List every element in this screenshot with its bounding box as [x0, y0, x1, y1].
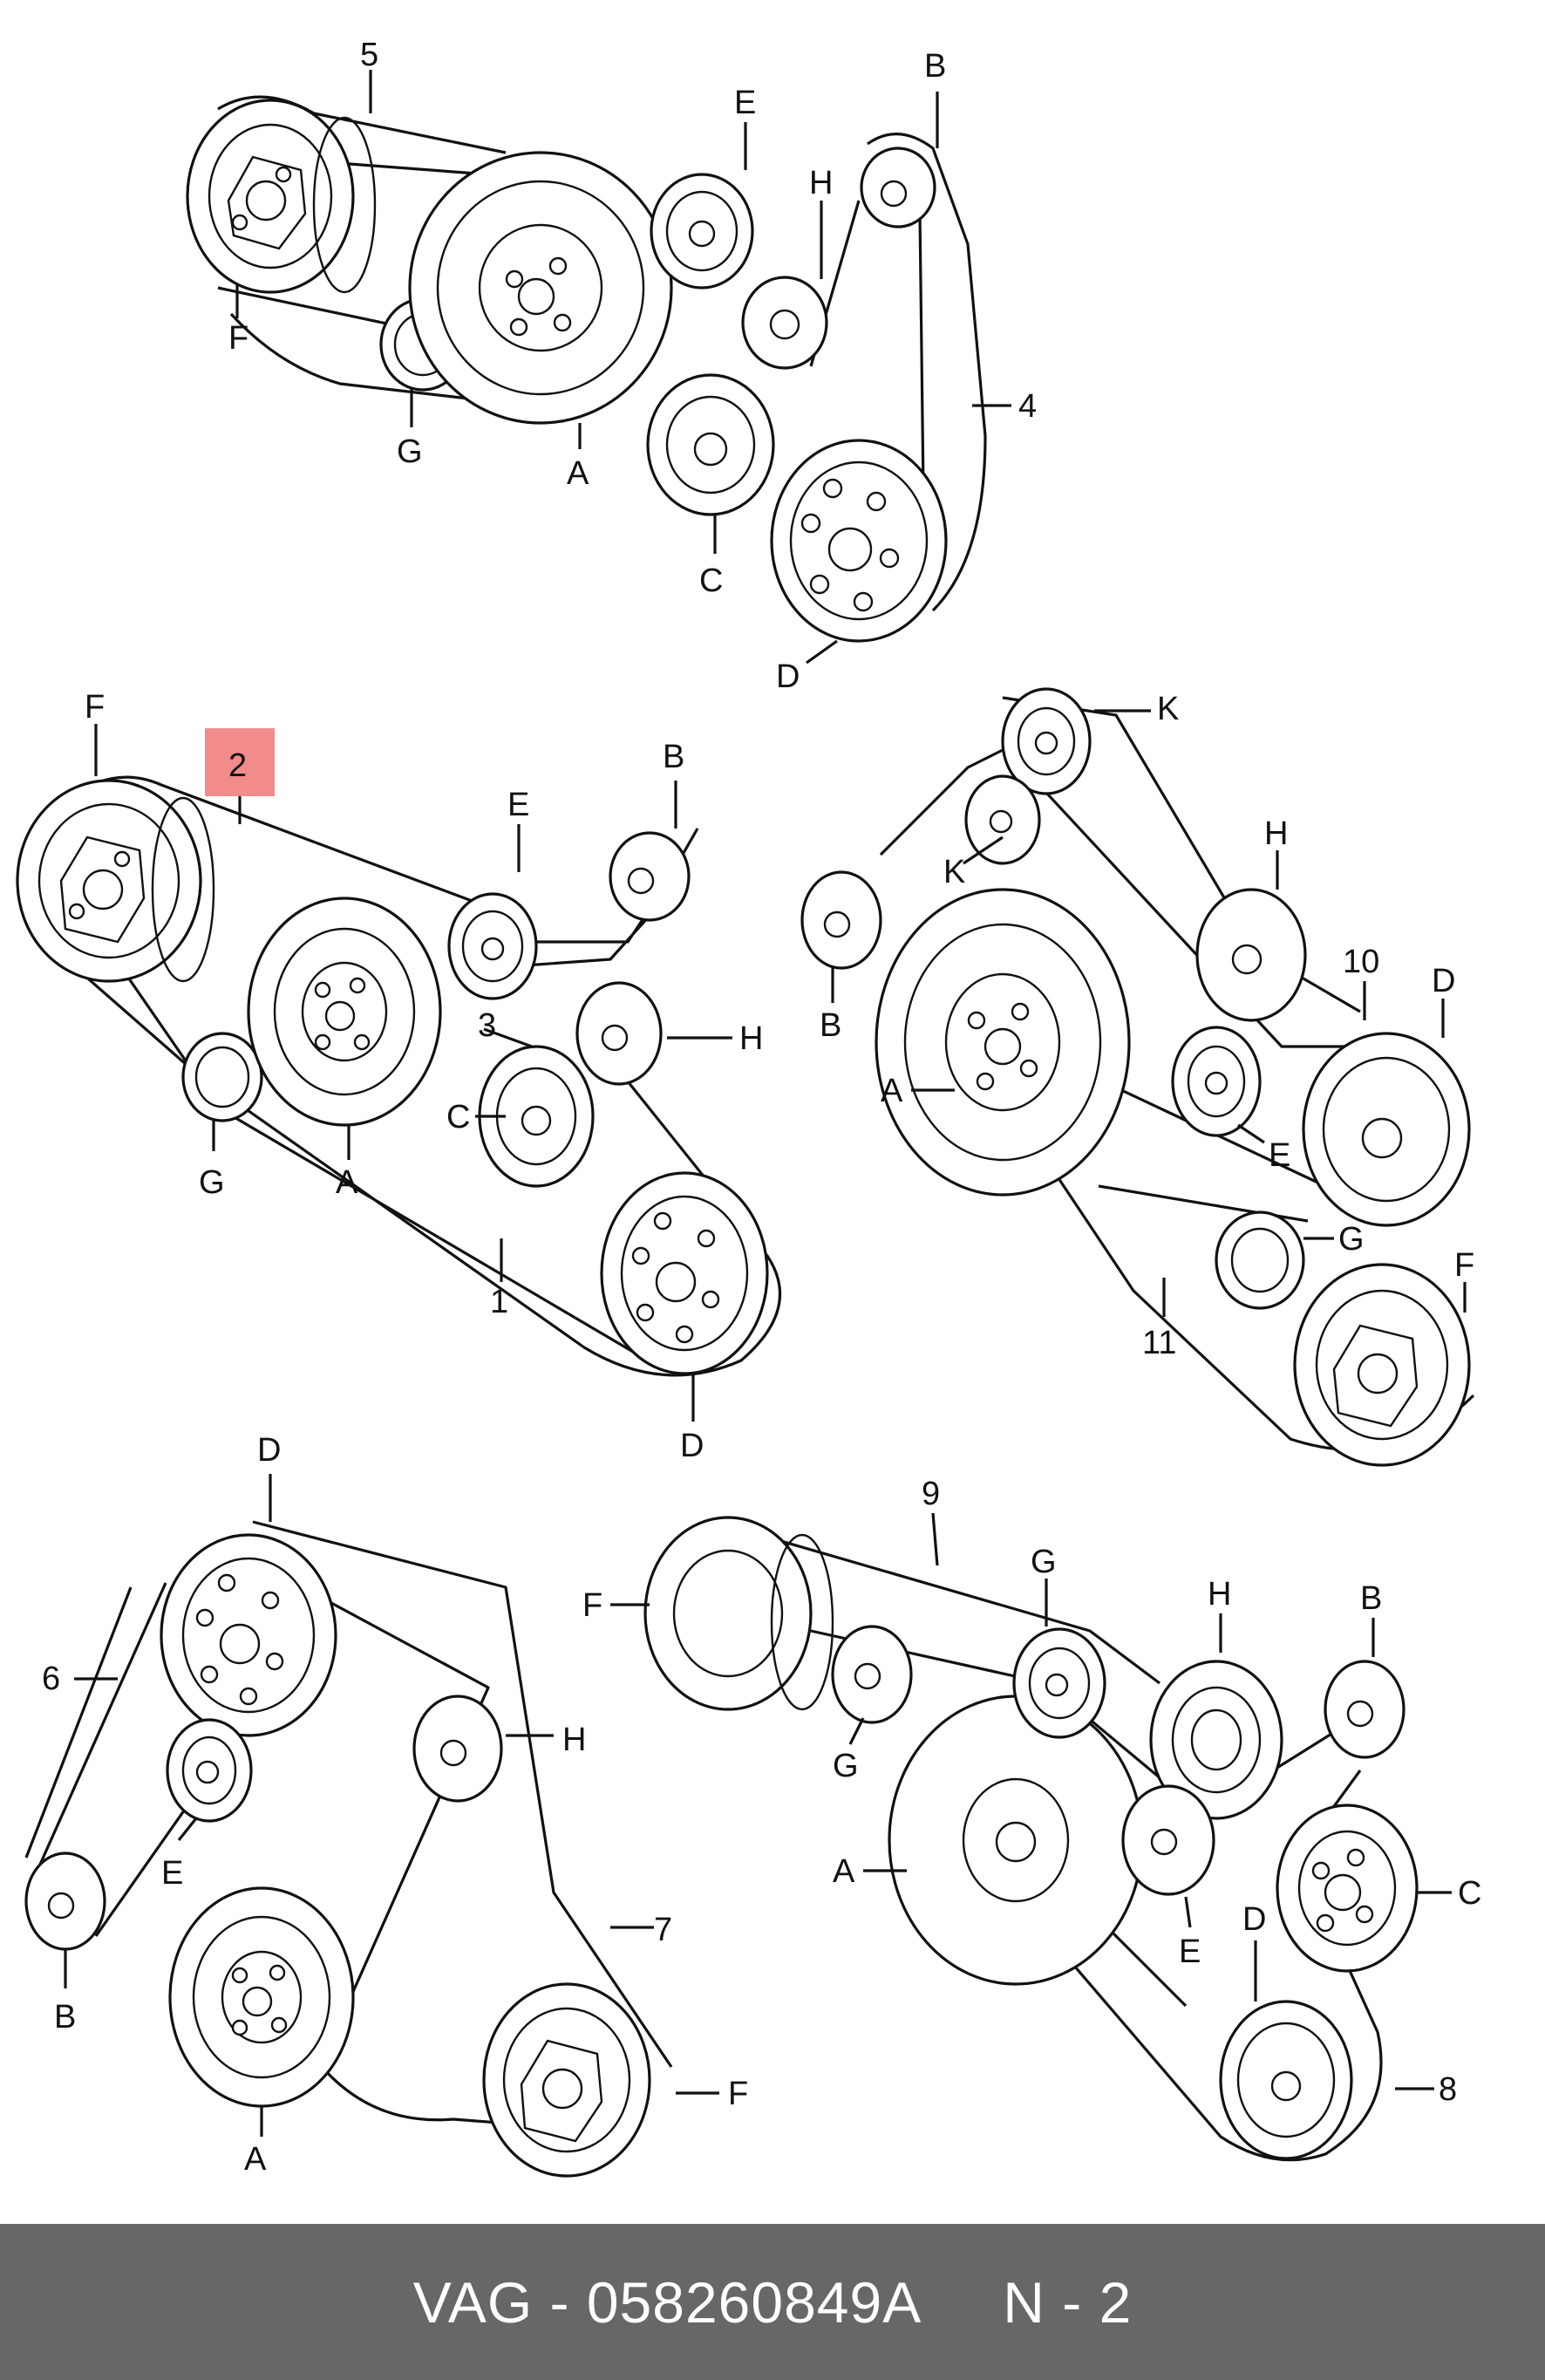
panel-1: 5 F G A E H B 4 C D [186, 37, 1037, 695]
label-d: D [1242, 1901, 1266, 1938]
label-e: E [1269, 1137, 1290, 1174]
label-belt-5: 5 [360, 37, 378, 73]
label-belt-10: 10 [1343, 944, 1379, 980]
panel-2: F 2 E B 3 H C G A 1 D [16, 689, 782, 1464]
label-e: E [161, 1855, 183, 1892]
label-c: C [446, 1099, 470, 1135]
belt-routing-diagram: 5 F G A E H B 4 C D [16, 37, 1481, 2178]
label-belt-7: 7 [654, 1912, 672, 1948]
label-belt-8: 8 [1439, 2071, 1457, 2108]
pulley-g [1215, 1210, 1305, 1310]
panel-3: K K H 10 D B A E G F 11 [800, 687, 1474, 1467]
pulley-g [181, 1032, 263, 1122]
label-g: G [397, 433, 423, 470]
label-b: B [663, 739, 684, 775]
part-number-text: VAG - 058260849A N - 2 [412, 2269, 1133, 2335]
highlight-part-2 [205, 728, 275, 796]
label-belt-1: 1 [490, 1284, 508, 1320]
label-h: H [809, 165, 833, 201]
label-belt-6: 6 [42, 1661, 60, 1697]
label-h: H [739, 1020, 763, 1057]
part-number-footer: VAG - 058260849A N - 2 [0, 2224, 1545, 2380]
label-a: A [336, 1164, 358, 1201]
label-d: D [776, 658, 800, 695]
label-a: A [881, 1073, 903, 1109]
panel-4: D 6 H E 7 B A F [24, 1432, 748, 2178]
label-h: H [562, 1722, 586, 1758]
pulley-f [643, 1516, 813, 1711]
label-e: E [734, 85, 756, 121]
label-f: F [85, 689, 105, 726]
label-f: F [582, 1587, 602, 1624]
label-d: D [1432, 963, 1455, 999]
label-a: A [244, 2141, 267, 2178]
label-a: A [833, 1853, 855, 1890]
label-k-lower: K [943, 854, 965, 890]
label-b: B [54, 1999, 76, 2036]
label-h: H [1208, 1576, 1231, 1613]
label-k-upper: K [1157, 691, 1179, 727]
label-d: D [257, 1432, 281, 1469]
label-c: C [699, 563, 723, 599]
label-belt-11: 11 [1142, 1325, 1176, 1361]
label-belt-4: 4 [1018, 388, 1037, 425]
label-belt-9: 9 [922, 1476, 940, 1512]
label-b: B [924, 48, 946, 85]
label-g: G [199, 1164, 225, 1201]
label-d: D [680, 1428, 704, 1464]
label-b: B [1360, 1580, 1382, 1617]
label-h: H [1264, 815, 1288, 852]
pulley-h [1149, 1660, 1283, 1820]
label-c: C [1458, 1875, 1481, 1912]
label-g-center: G [1031, 1544, 1057, 1580]
label-f: F [228, 320, 248, 357]
label-a: A [567, 455, 589, 492]
label-e: E [507, 787, 529, 823]
label-g-left: G [833, 1748, 859, 1784]
label-g: G [1338, 1221, 1365, 1258]
panel-5: 9 G H B F G A C E D 8 [582, 1476, 1481, 2162]
label-b: B [820, 1007, 841, 1044]
label-f: F [728, 2076, 748, 2112]
label-e: E [1179, 1933, 1201, 1970]
label-part-2: 2 [228, 747, 247, 784]
label-f: F [1454, 1247, 1474, 1284]
label-belt-3: 3 [478, 1007, 496, 1044]
